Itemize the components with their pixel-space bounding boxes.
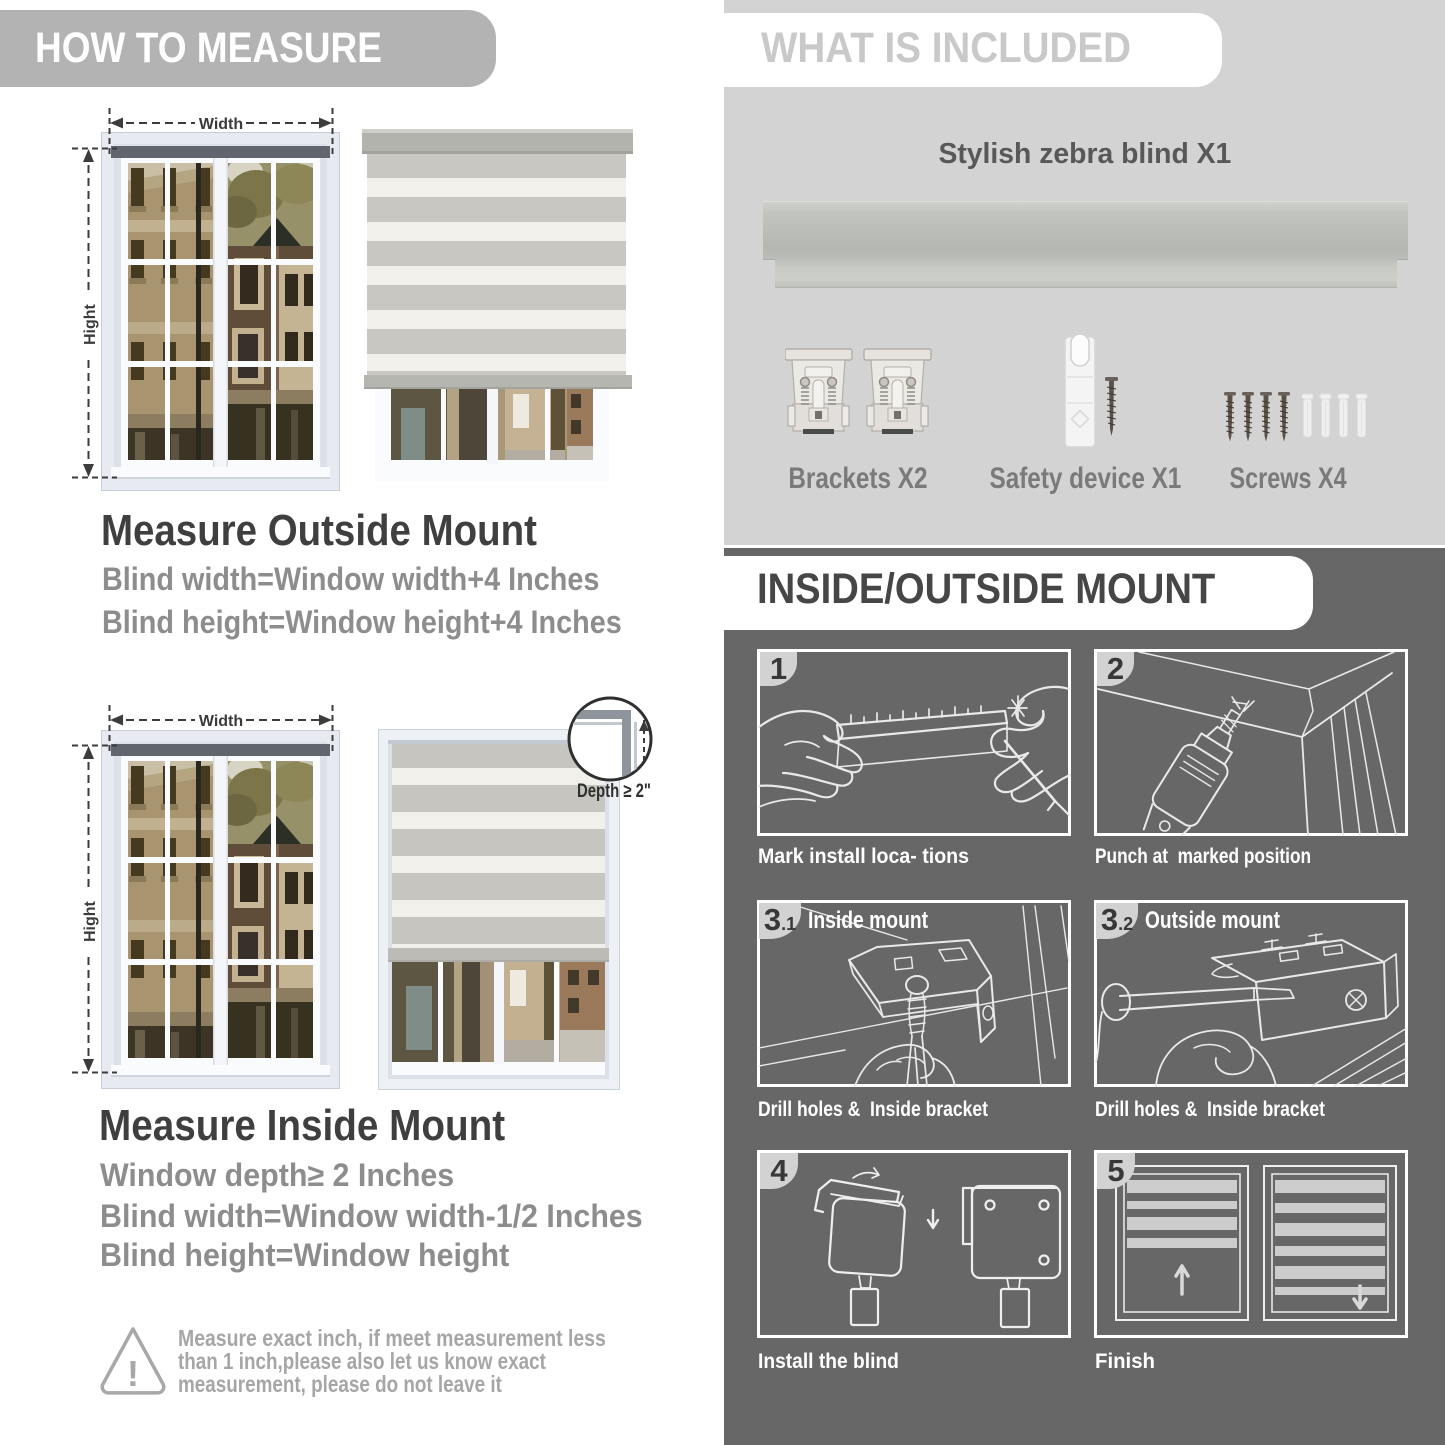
svg-text:!: ! <box>127 1353 139 1394</box>
svg-text:Width: Width <box>199 713 243 730</box>
svg-text:Width: Width <box>199 116 243 133</box>
svg-text:Hight: Hight <box>82 303 99 345</box>
svg-text:Hight: Hight <box>82 900 99 942</box>
